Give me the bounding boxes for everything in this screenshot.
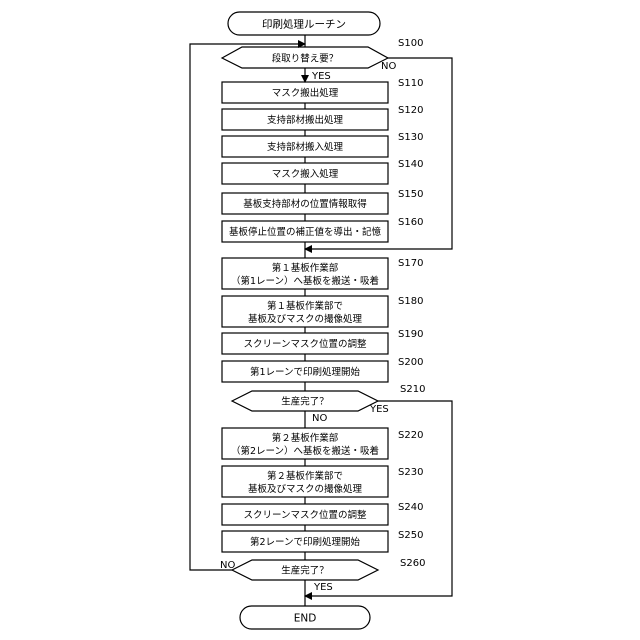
- step-label-s180: S180: [398, 296, 423, 307]
- process-s230: 第２基板作業部で 基板及びマスクの撮像処理: [222, 466, 388, 497]
- yes-label-s260: YES: [313, 582, 333, 593]
- start-label: 印刷処理ルーチン: [262, 18, 346, 31]
- step-label-s250: S250: [398, 530, 423, 541]
- process-s170-text-line1: 第１基板作業部: [272, 262, 339, 274]
- process-s250-text: 第2レーンで印刷処理開始: [250, 536, 361, 548]
- process-s160: 基板停止位置の補正値を導出・記憶: [222, 221, 388, 242]
- no-label-s100: NO: [381, 61, 396, 72]
- process-s240: スクリーンマスク位置の調整: [222, 504, 388, 525]
- process-s220-text-line1: 第２基板作業部: [272, 432, 339, 444]
- decision-s260-text: 生産完了？: [281, 565, 329, 577]
- process-s200-text: 第1レーンで印刷処理開始: [250, 366, 361, 378]
- step-label-s230: S230: [398, 467, 423, 478]
- step-label-s110: S110: [398, 78, 423, 89]
- yes-label-s210: YES: [369, 404, 389, 415]
- decision-s100-text: 段取り替え要？: [272, 53, 339, 65]
- step-label-s170: S170: [398, 258, 423, 269]
- step-label-s140: S140: [398, 159, 423, 170]
- step-label-s190: S190: [398, 329, 423, 340]
- yes-label-s100: YES: [311, 71, 331, 82]
- step-label-s210: S210: [400, 384, 425, 395]
- no-label-s210: NO: [312, 413, 327, 424]
- process-s240-text: スクリーンマスク位置の調整: [243, 509, 367, 521]
- end-label: END: [294, 613, 317, 625]
- process-s220: 第２基板作業部 （第2レーン）へ基板を搬送・吸着: [222, 428, 388, 459]
- step-label-s160: S160: [398, 217, 423, 228]
- process-s140: マスク搬入処理: [222, 163, 388, 184]
- process-s120-text: 支持部材搬出処理: [267, 114, 344, 126]
- decision-s210-text: 生産完了？: [281, 396, 329, 408]
- process-s250: 第2レーンで印刷処理開始: [222, 531, 388, 552]
- step-label-s200: S200: [398, 357, 423, 368]
- step-label-s150: S150: [398, 189, 423, 200]
- process-s180: 第１基板作業部で 基板及びマスクの撮像処理: [222, 296, 388, 327]
- process-s230-text-line1: 第２基板作業部で: [267, 470, 343, 482]
- process-s110-text: マスク搬出処理: [272, 87, 339, 99]
- step-label-s220: S220: [398, 430, 423, 441]
- process-s150-text: 基板支持部材の位置情報取得: [243, 198, 367, 210]
- process-s170-text-line2: （第1レーン）へ基板を搬送・吸着: [231, 275, 379, 287]
- decision-s210: 生産完了？: [232, 391, 378, 411]
- process-s200: 第1レーンで印刷処理開始: [222, 361, 388, 382]
- process-s220-text-line2: （第2レーン）へ基板を搬送・吸着: [231, 445, 379, 457]
- process-s140-text: マスク搬入処理: [272, 168, 339, 180]
- process-s150: 基板支持部材の位置情報取得: [222, 193, 388, 214]
- process-s170: 第１基板作業部 （第1レーン）へ基板を搬送・吸着: [222, 258, 388, 289]
- step-label-s100: S100: [398, 38, 423, 49]
- process-s130: 支持部材搬入処理: [222, 136, 388, 157]
- process-s160-text: 基板停止位置の補正値を導出・記憶: [229, 226, 382, 238]
- process-s180-text-line2: 基板及びマスクの撮像処理: [248, 313, 363, 325]
- step-label-s130: S130: [398, 132, 423, 143]
- process-s190: スクリーンマスク位置の調整: [222, 333, 388, 354]
- start-terminal: 印刷処理ルーチン: [228, 12, 380, 35]
- step-label-s260: S260: [400, 558, 425, 569]
- process-s190-text: スクリーンマスク位置の調整: [243, 338, 367, 350]
- step-label-s120: S120: [398, 105, 423, 116]
- process-s130-text: 支持部材搬入処理: [267, 141, 344, 153]
- process-s230-text-line2: 基板及びマスクの撮像処理: [248, 483, 363, 495]
- process-s180-text-line1: 第１基板作業部で: [267, 300, 343, 312]
- process-s120: 支持部材搬出処理: [222, 109, 388, 130]
- decision-s260: 生産完了？: [232, 560, 378, 580]
- end-terminal: END: [240, 606, 370, 629]
- no-label-s260: NO: [220, 560, 235, 571]
- decision-s100: 段取り替え要？: [222, 47, 388, 68]
- step-label-s240: S240: [398, 502, 423, 513]
- process-s110: マスク搬出処理: [222, 82, 388, 103]
